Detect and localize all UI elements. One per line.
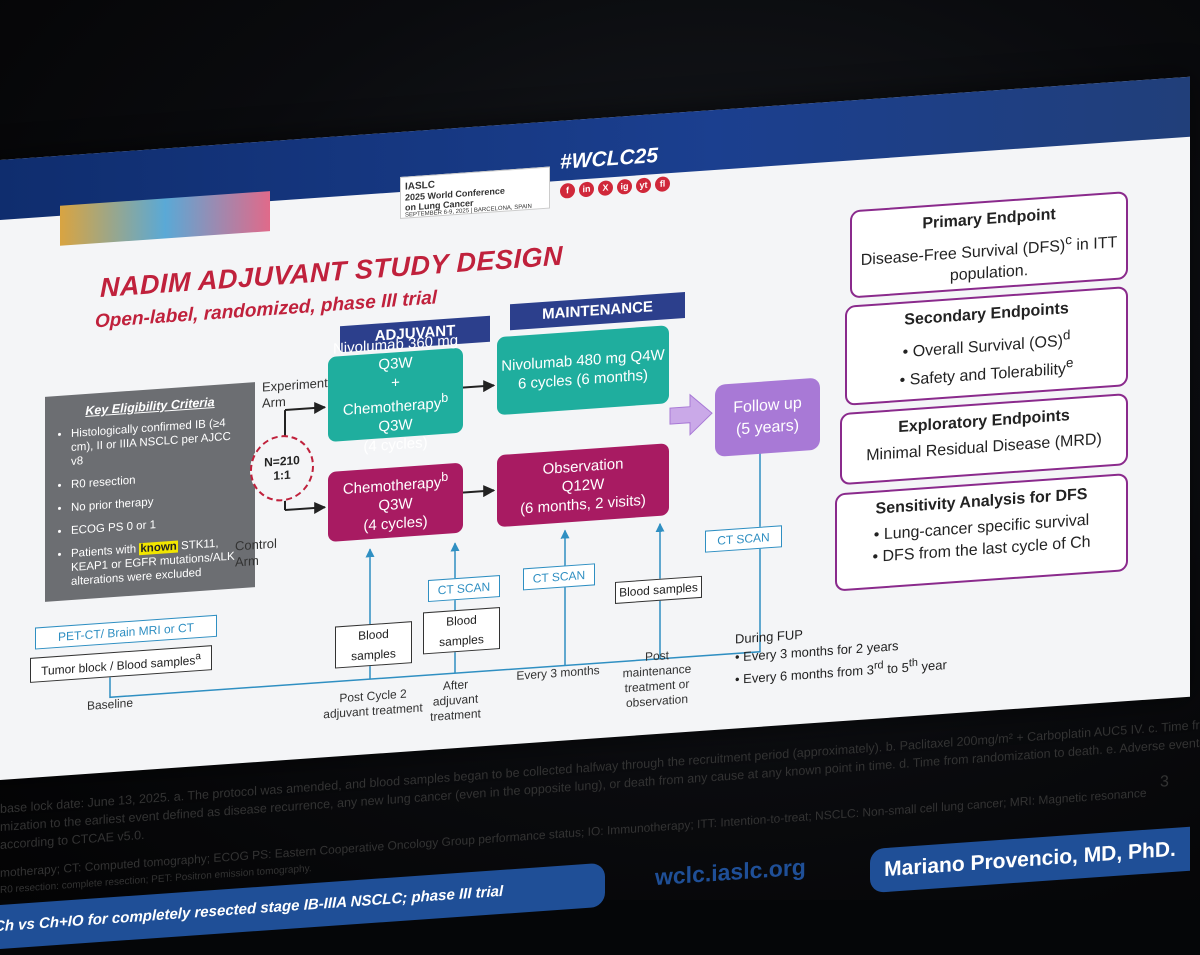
control-arm-label: Control Arm	[235, 535, 277, 570]
secondary-endpoints-box: Secondary Endpoints • Overall Survival (…	[845, 286, 1128, 406]
control-observation-box: Observation Q12W (6 months, 2 visits)	[497, 443, 669, 528]
control-adjuvant-box: Chemotherapyb Q3W (4 cycles)	[328, 462, 463, 543]
follow-up-box: Follow up (5 years)	[715, 377, 820, 457]
randomization-ratio: 1:1	[273, 467, 291, 483]
experimental-adjuvant-box: Nivolumab 360 mg Q3W + Chemotherapyb Q3W…	[328, 332, 463, 456]
blood-samples-box: Blood samples	[423, 607, 500, 655]
experimental-maintenance-box: Nivolumab 480 mg Q4W 6 cycles (6 months)	[497, 325, 669, 416]
sensitivity-analysis-box: Sensitivity Analysis for DFS • Lung-canc…	[835, 473, 1128, 592]
slide: IASLC 2025 World Conference on Lung Canc…	[0, 66, 1200, 951]
experimental-arm-label: Experimental Arm	[262, 374, 338, 411]
blood-samples-box: Blood samples	[335, 621, 412, 669]
page-number: 3	[1160, 773, 1169, 791]
